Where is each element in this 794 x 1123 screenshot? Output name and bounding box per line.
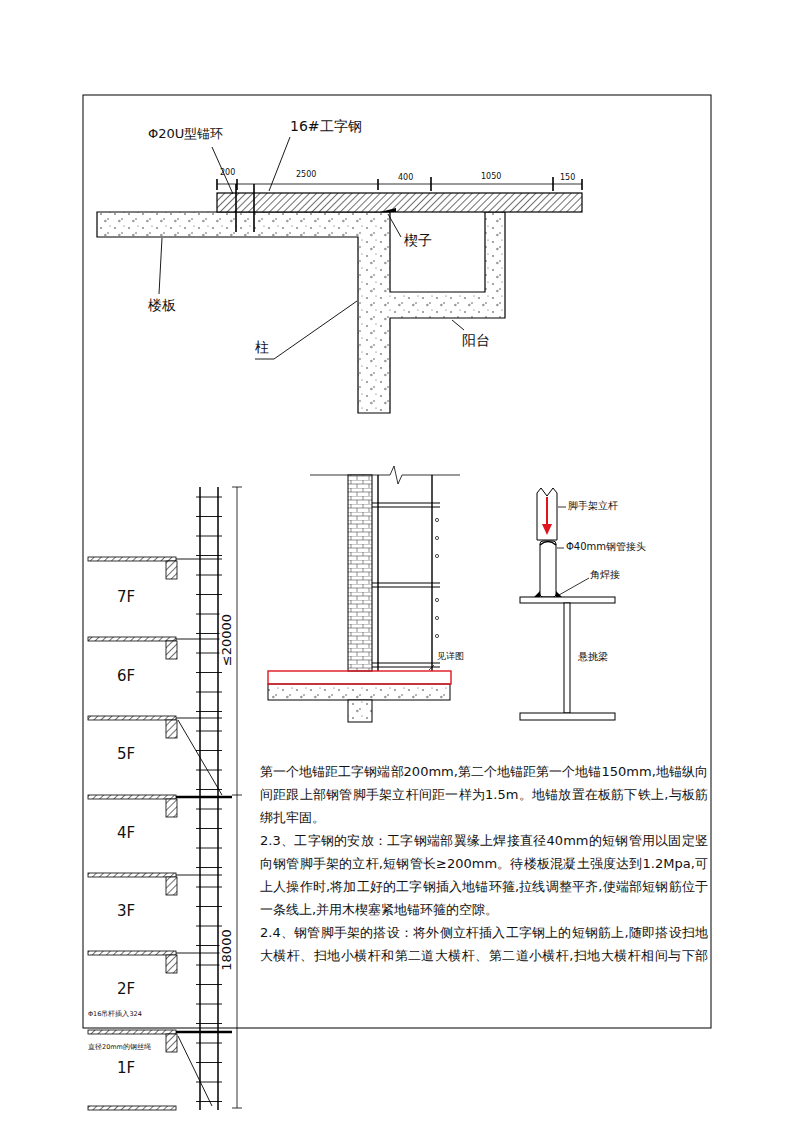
detail-callout: 见详图 [437, 651, 464, 661]
scaffold-bar [176, 559, 222, 560]
part-label: 脚手架立杆 [568, 500, 618, 512]
note-paragraph: 第一个地锚距工字钢端部200mm,第二个地锚距第一个地锚150mm,地锚纵向间距… [260, 760, 708, 829]
part-label: 柱 [255, 339, 269, 355]
part-label: Φ40mm钢管接头 [566, 541, 646, 553]
dimension-label: 18000 [220, 927, 235, 972]
part-label: 直径20mm的钢丝绳 [88, 1044, 151, 1051]
floor-label: 2F [117, 981, 135, 998]
floor-label: 7F [117, 589, 135, 606]
scaffold-bar [176, 875, 222, 876]
floor-label: 3F [117, 903, 135, 920]
scaffold-bar [176, 718, 222, 719]
floor-label: 4F [117, 825, 135, 842]
dimension-label: 200 [220, 168, 235, 177]
dimension-label: 2500 [296, 170, 316, 179]
part-label: 悬挑梁 [578, 651, 608, 663]
part-label: Φ20U型锚环 [148, 127, 223, 142]
part-label: 阳台 [462, 332, 490, 348]
part-label: 角焊接 [590, 569, 620, 581]
dimension-label: 400 [398, 173, 413, 182]
scaffold-bar [176, 953, 222, 954]
dimension-label: 150 [560, 173, 575, 182]
note-paragraph: 2.4、钢管脚手架的搭设：将外侧立杆插入工字钢上的短钢筋上,随即搭设扫地大横杆、… [260, 921, 708, 967]
floor-label: 6F [117, 668, 135, 685]
dimension-label: ≤20000 [220, 612, 235, 668]
note-paragraph: 2.3、工字钢的安放：工字钢端部翼缘上焊接直径40mm的短钢管用以固定竖向钢管脚… [260, 829, 708, 921]
scaffold-bar [176, 639, 222, 640]
part-label: 楔子 [404, 232, 432, 248]
note-block: 第一个地锚距工字钢端部200mm,第二个地锚距第一个地锚150mm,地锚纵向间距… [260, 760, 708, 967]
floor-label: 1F [117, 1060, 135, 1077]
part-label: 16#工字钢 [290, 118, 362, 134]
dimension-label: 1050 [481, 172, 501, 181]
floor-label: 5F [117, 746, 135, 763]
part-label: 楼板 [148, 297, 176, 313]
part-label: Φ16吊杆插入324 [88, 1011, 142, 1018]
